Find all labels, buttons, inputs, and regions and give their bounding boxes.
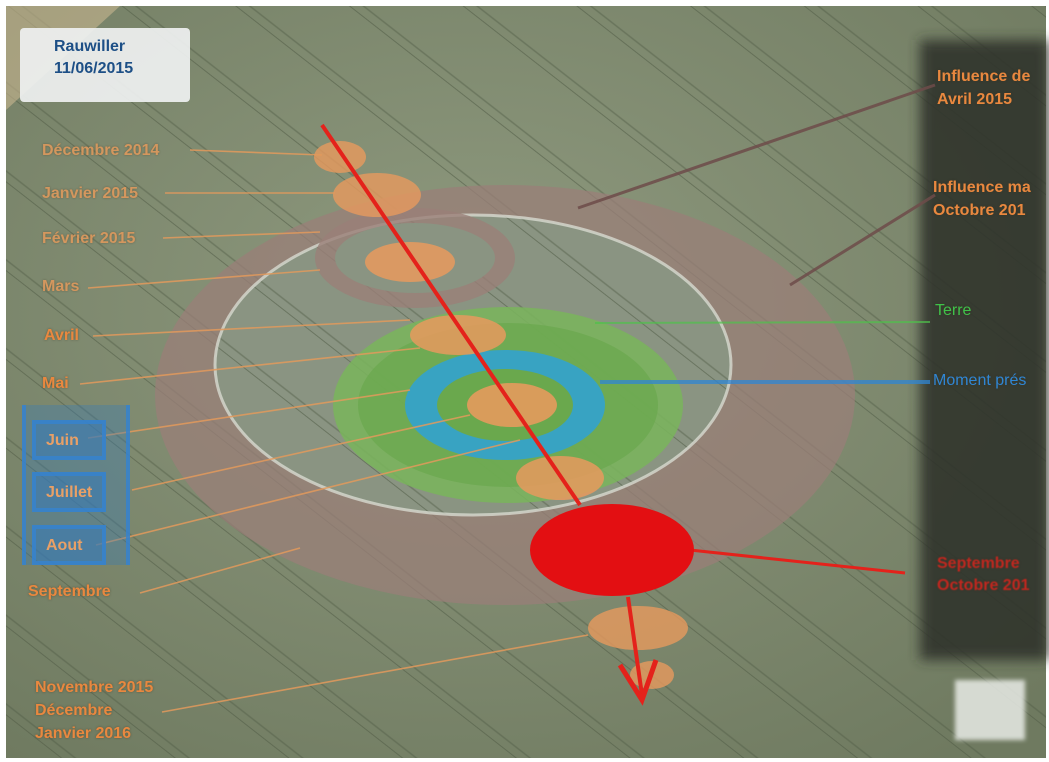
left-leader-lines [79, 149, 589, 713]
outer-ring-edge [213, 213, 733, 517]
photo-date: 11/06/2015 [54, 60, 134, 77]
label-september: Septembre [28, 583, 111, 600]
label-april: Avril [44, 327, 79, 344]
label-influence-october-2: Octobre 201 [933, 202, 1026, 219]
label-march: Mars [42, 278, 80, 295]
august-box: Aout [32, 525, 106, 565]
label-january-2015: Janvier 2015 [42, 185, 139, 202]
downward-arrow-head [617, 659, 659, 706]
label-november-2015: Novembre 2015 [35, 679, 154, 696]
right-shadow-panel [920, 40, 1049, 660]
label-august: Aout [46, 537, 83, 554]
downward-arrow-shaft [626, 596, 644, 696]
label-influence-april-1: Influence de [937, 68, 1031, 85]
label-may: Mai [42, 375, 69, 392]
earth-line [594, 321, 931, 324]
july-box: Juillet [32, 472, 106, 512]
october-influence-line [789, 193, 936, 287]
november-dot [588, 606, 688, 650]
red-ellipse-marker [530, 504, 694, 596]
label-red-marker-1: Septembre [937, 555, 1020, 572]
june-box: Juin [32, 420, 106, 460]
april-dot [410, 315, 506, 355]
label-influence-april-2: Avril 2015 [937, 91, 1013, 108]
label-june: Juin [46, 432, 79, 449]
december-dot [314, 141, 366, 173]
label-influence-october-1: Influence ma [933, 179, 1031, 196]
label-december-2014: Décembre 2014 [42, 142, 160, 159]
label-january-2016: Janvier 2016 [35, 725, 132, 742]
trajectory-line [320, 123, 582, 507]
april-influence-line [577, 83, 936, 210]
label-present-moment: Moment prés [933, 372, 1027, 389]
february-dot [365, 242, 455, 282]
label-earth: Terre [935, 302, 972, 319]
label-february-2015: Février 2015 [42, 230, 136, 247]
label-red-marker-2: Octobre 201 [937, 577, 1030, 594]
title-box: Rauwiller 11/06/2015 [20, 28, 190, 102]
red-leader-line [689, 548, 906, 575]
label-july: Juillet [46, 484, 93, 501]
january-dot [333, 173, 421, 217]
label-december: Décembre [35, 702, 113, 719]
place-name: Rauwiller [54, 38, 126, 55]
watermark-blur [955, 680, 1025, 740]
